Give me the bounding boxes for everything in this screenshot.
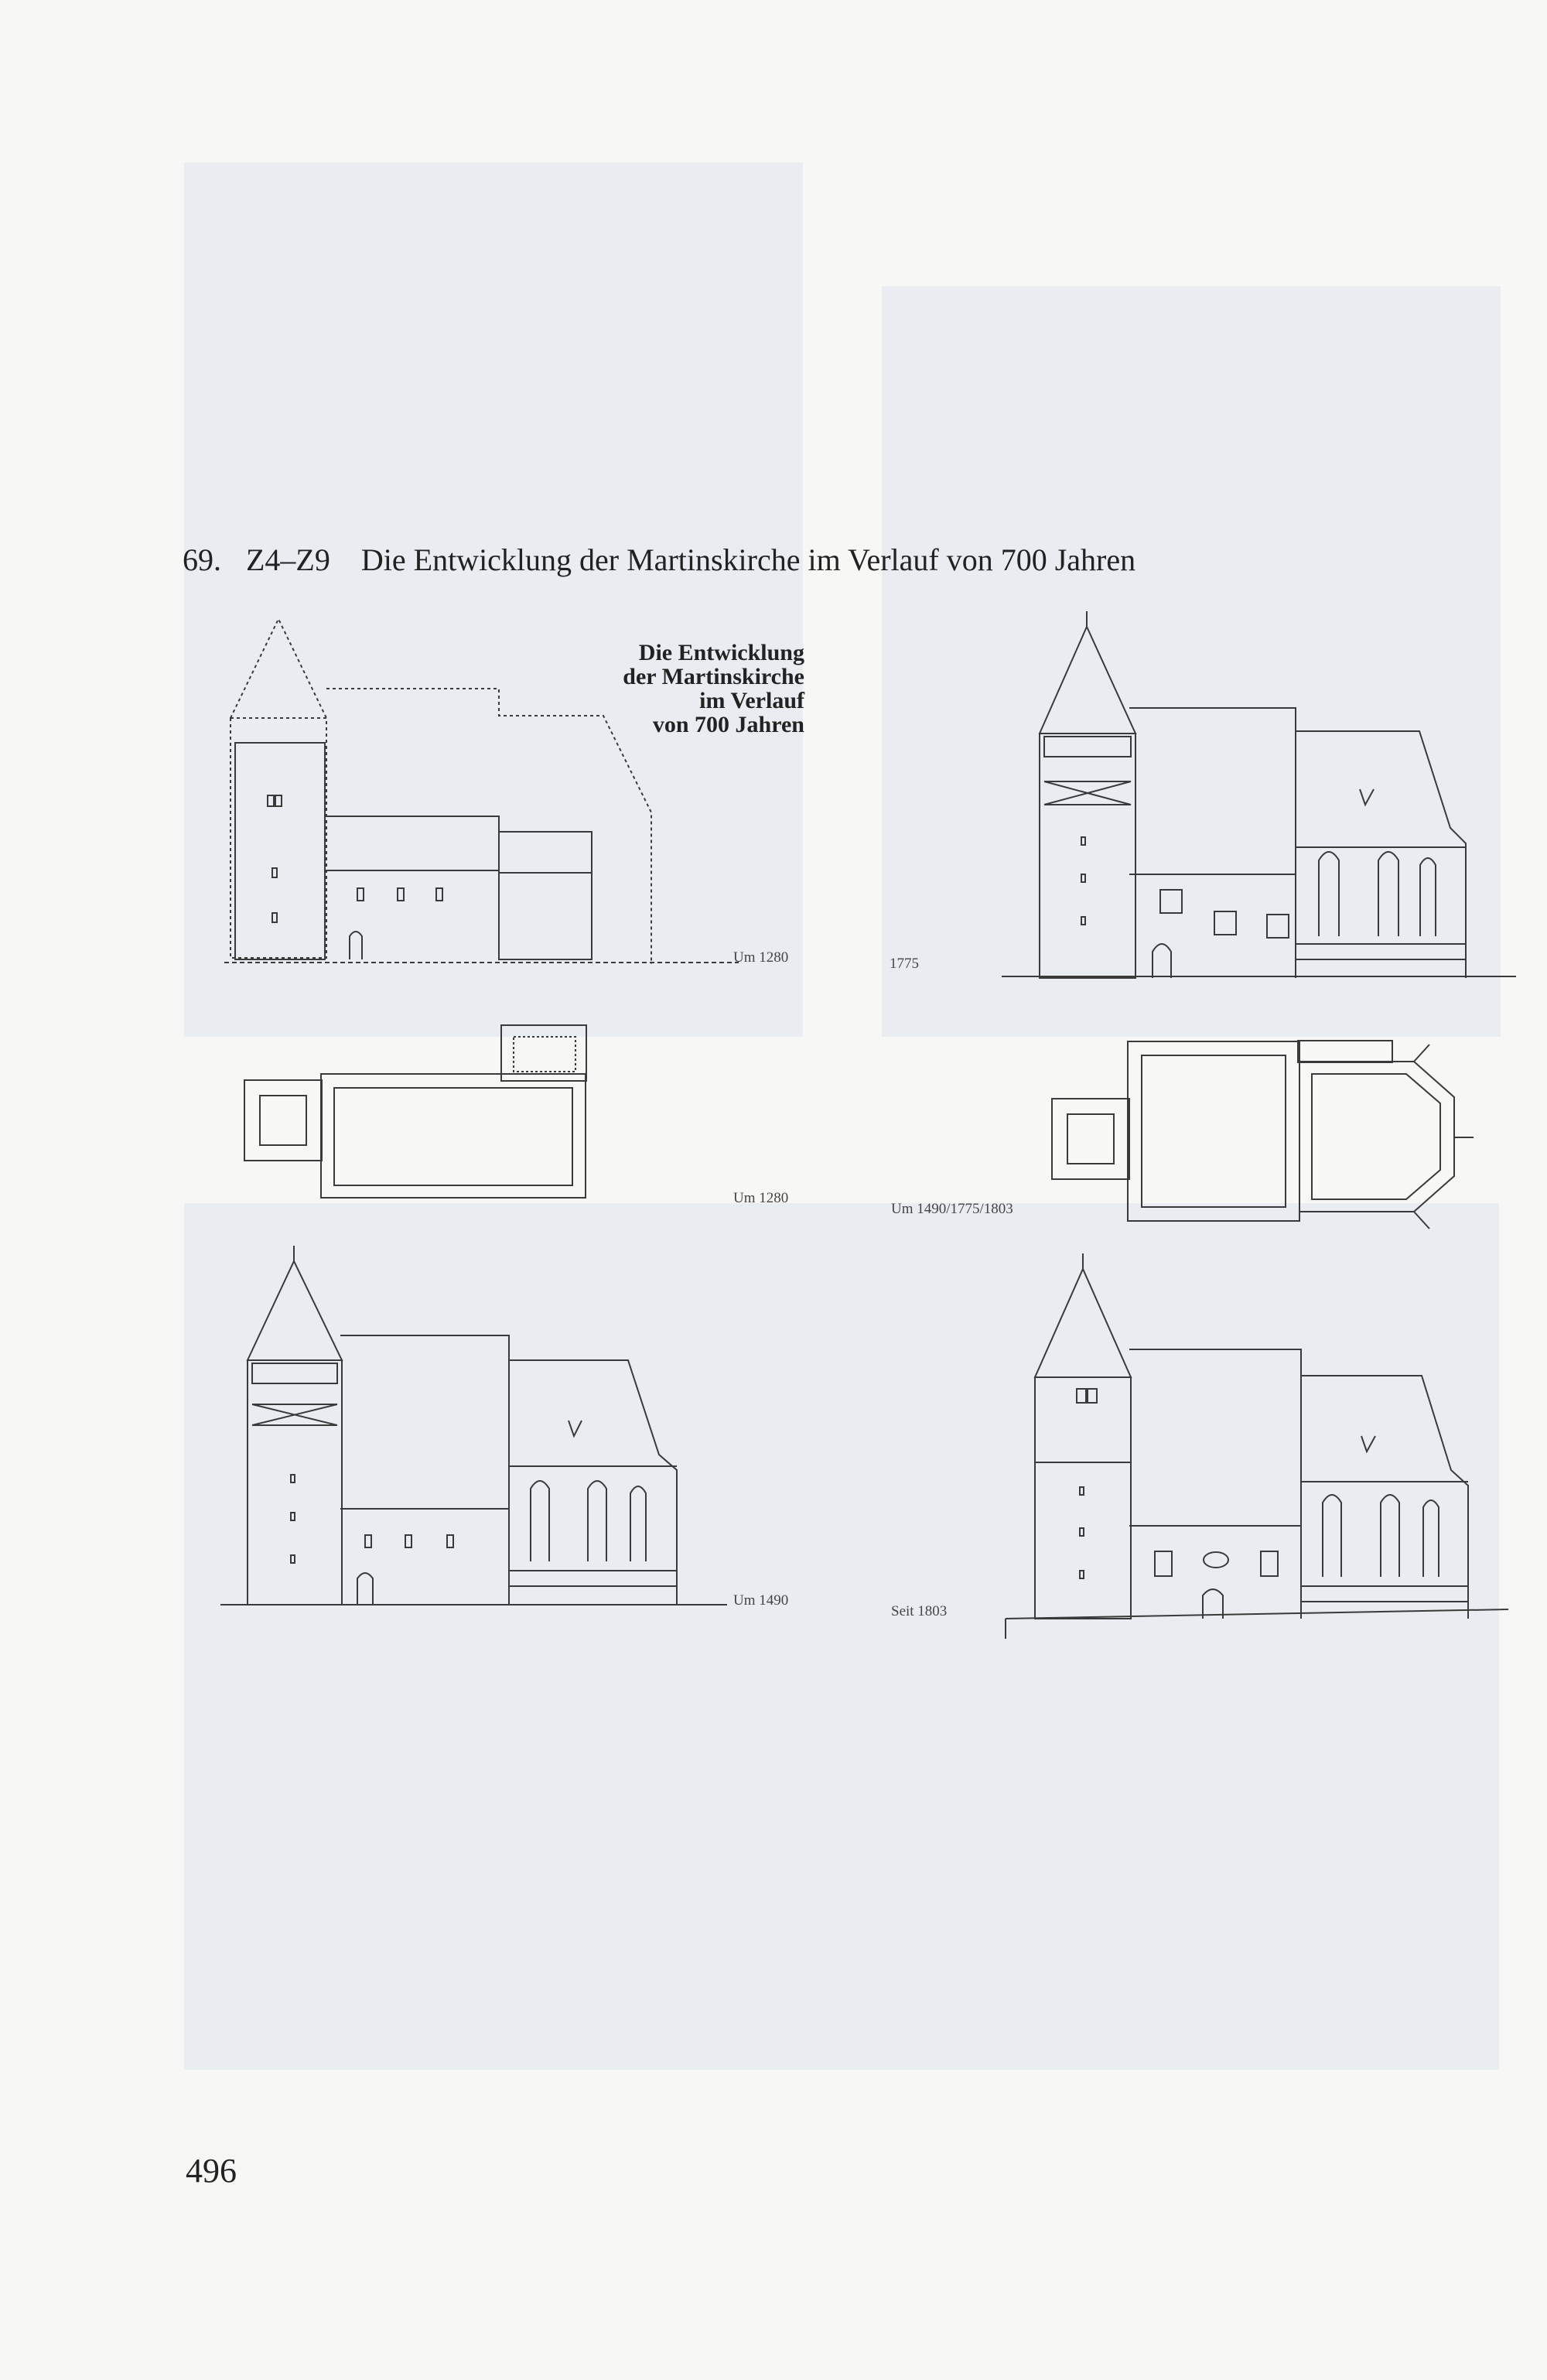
label-um-1280-elevation: Um 1280 xyxy=(733,949,789,966)
elevation-um-1490 xyxy=(220,1246,727,1605)
inset-title-line: im Verlauf xyxy=(699,688,804,713)
inset-title-line: Die Entwicklung xyxy=(638,640,804,665)
label-um-1490-1775-1803: Um 1490/1775/1803 xyxy=(891,1201,1013,1217)
figure-number: 69. xyxy=(183,542,221,577)
inset-title-line: der Martinskirche xyxy=(623,664,804,689)
elevation-um-1280 xyxy=(224,619,739,964)
elevation-1775 xyxy=(1002,611,1516,978)
label-um-1280-plan: Um 1280 xyxy=(733,1190,789,1206)
caption-text: Die Entwicklung der Martinskirche im Ver… xyxy=(360,542,1136,577)
figure-code: Z4–Z9 xyxy=(246,542,330,577)
show-through-block xyxy=(882,286,1501,1037)
show-through-block xyxy=(184,1203,1499,2070)
elevation-seit-1803 xyxy=(1006,1253,1508,1639)
label-um-1490: Um 1490 xyxy=(733,1592,789,1609)
inset-title: Die Entwicklung der Martinskirche im Ver… xyxy=(541,641,804,737)
label-1775: 1775 xyxy=(890,956,919,972)
page-number: 496 xyxy=(186,2152,237,2190)
figure-caption: 69. Z4–Z9 Die Entwicklung der Martinskir… xyxy=(183,542,1135,578)
plan-um-1280 xyxy=(244,1025,586,1198)
inset-title-line: von 700 Jahren xyxy=(652,712,804,737)
label-seit-1803: Seit 1803 xyxy=(891,1603,948,1619)
plan-um-1490-1775-1803 xyxy=(1052,1041,1474,1229)
show-through-block xyxy=(184,162,803,1037)
